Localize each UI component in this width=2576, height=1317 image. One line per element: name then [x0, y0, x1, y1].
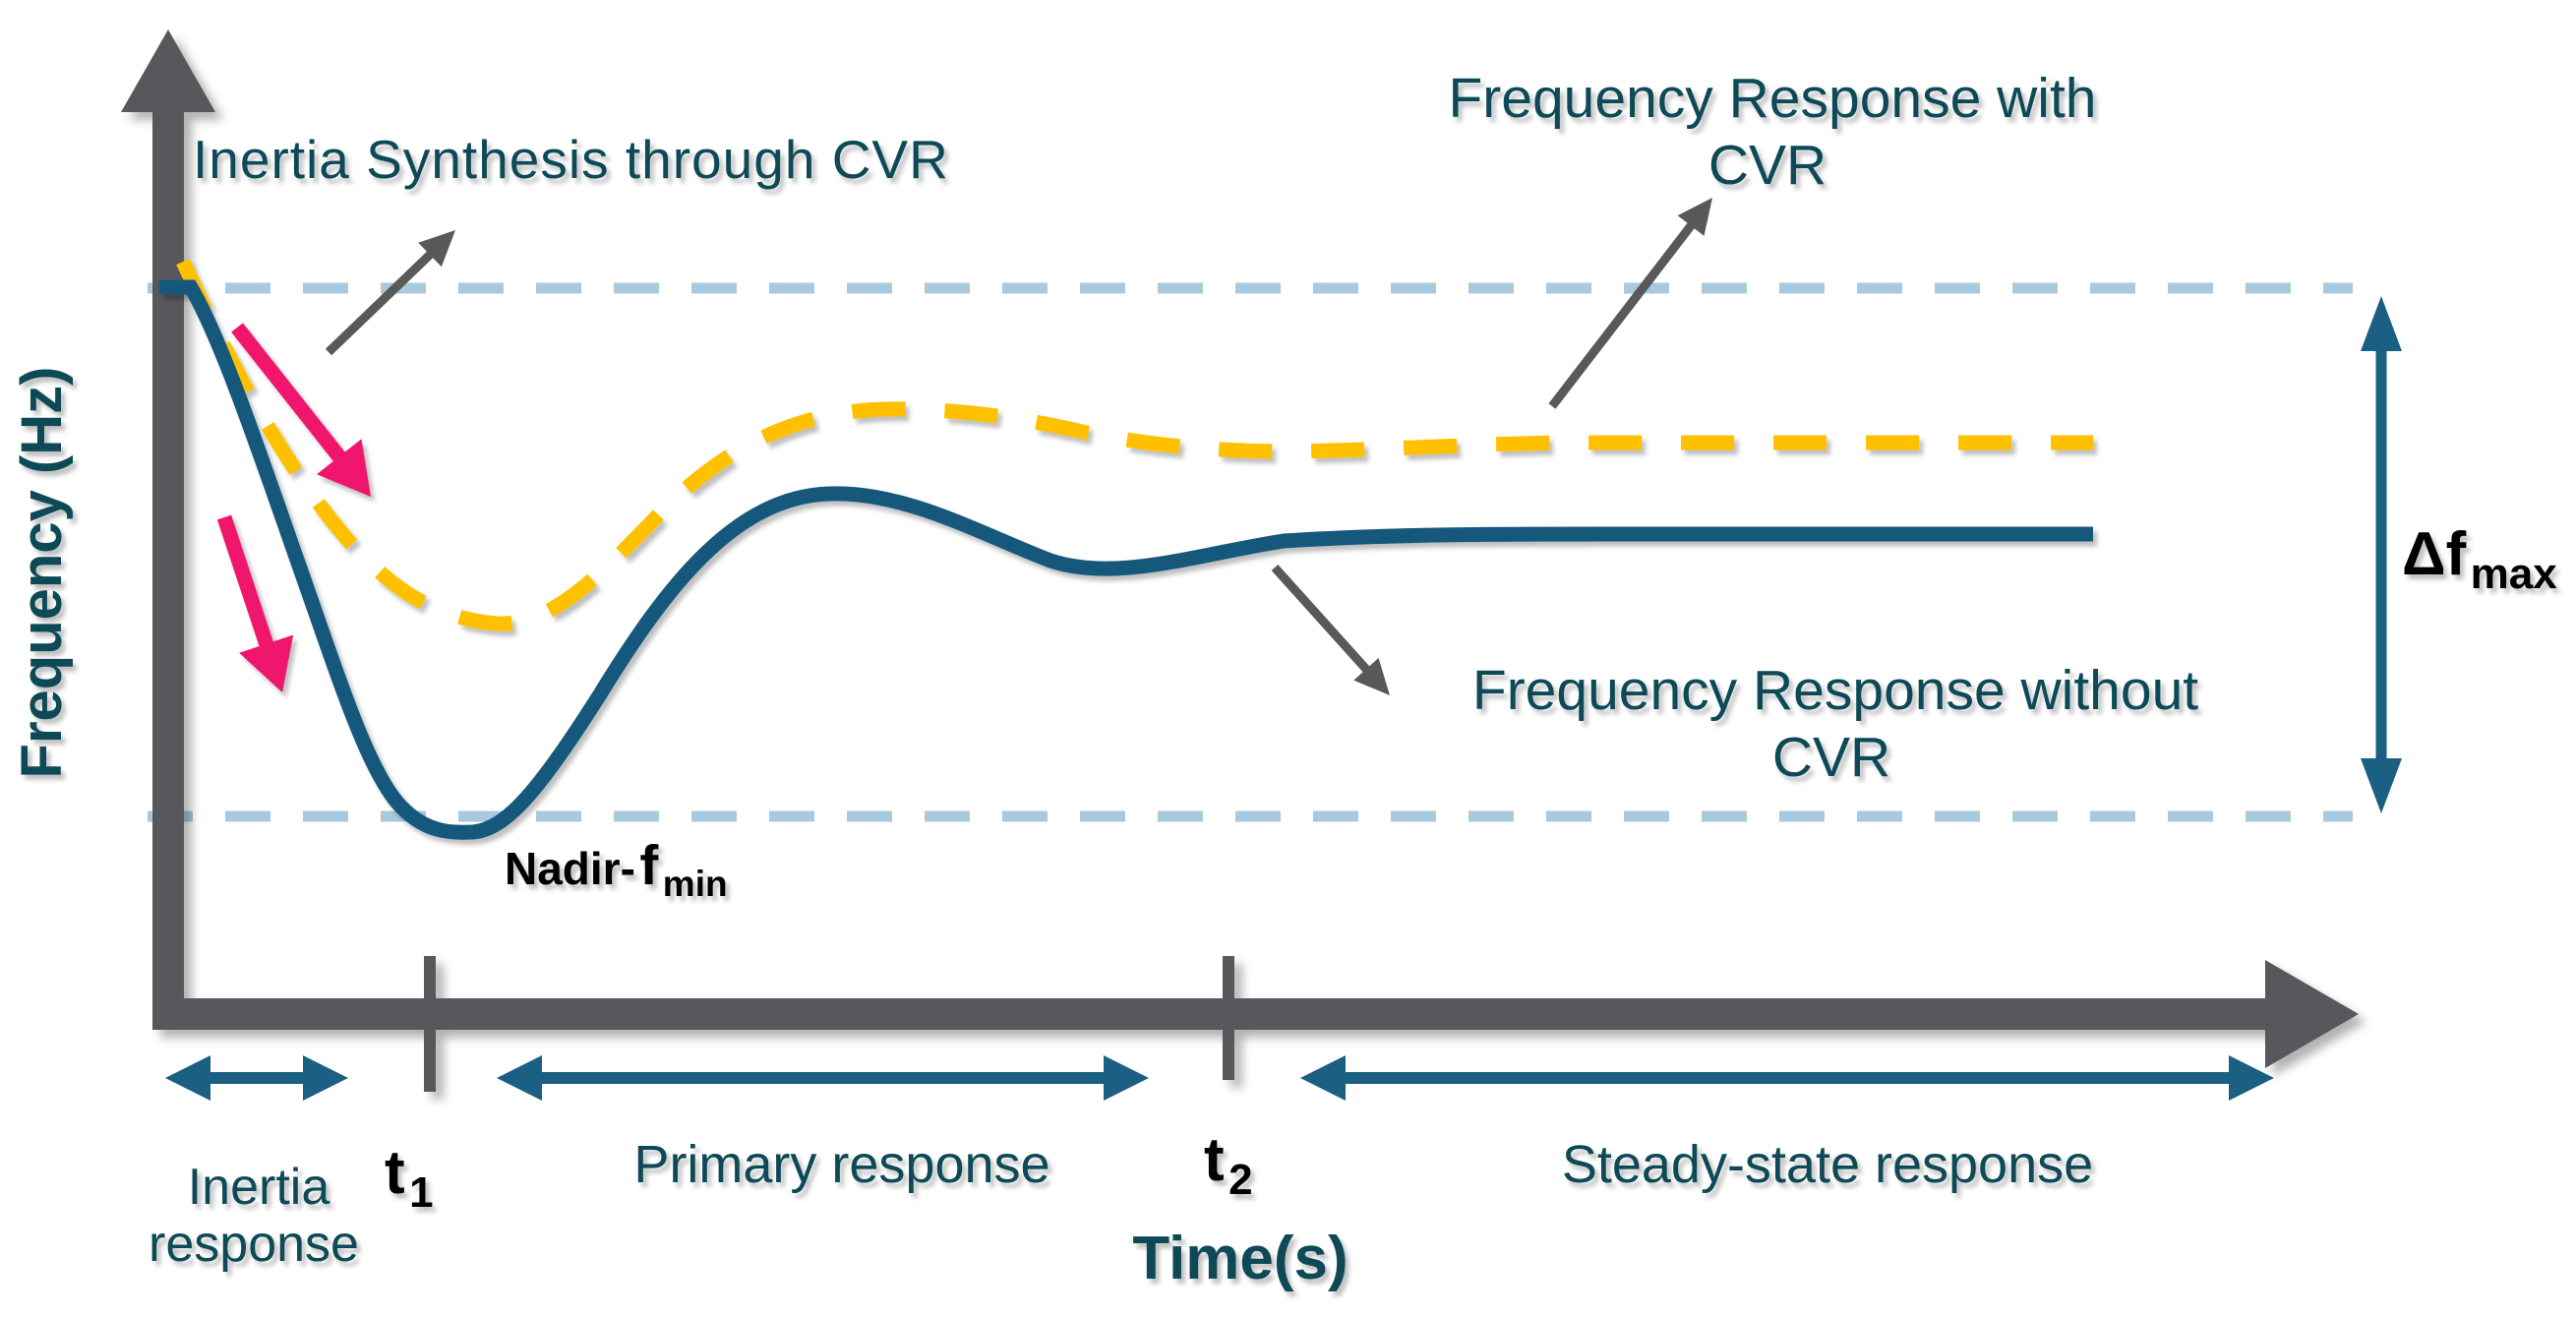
- pointer-to-freq-with-cvr-label-shaft: [1548, 218, 1698, 409]
- x-axis-label: Time(s): [1132, 1225, 1348, 1292]
- x-axis-bar: [152, 998, 2267, 1030]
- curve-with-cvr: [176, 258, 2093, 631]
- freq-without-cvr-label-line1: Frequency Response without: [1472, 659, 2198, 722]
- pink-arrows-layer: [216, 323, 371, 692]
- t2-label: t 2: [1204, 1126, 1253, 1204]
- inertia-synthesis-pink-arrow-upper-shaft: [231, 323, 350, 467]
- region-span-arrows-layer: [165, 1055, 2274, 1101]
- pointer-to-inertia-synthesis-label-shaft: [325, 247, 438, 356]
- delta-f-max-range-arrow-head-end: [2361, 758, 2402, 813]
- delta-f-range-layer: [2361, 296, 2402, 813]
- y-axis-bar: [152, 96, 184, 1030]
- t1-base: t: [385, 1139, 405, 1207]
- nadir-symbol: f: [639, 834, 659, 897]
- t1-tick-mark: [424, 956, 436, 1092]
- curve-without-cvr: [159, 279, 2093, 840]
- delta-f-max-range-arrow-head-start: [2361, 296, 2402, 351]
- curves-layer: [159, 258, 2093, 840]
- y-axis-label: Frequency (Hz): [10, 367, 74, 779]
- freq-without-cvr-label-line2: CVR: [1772, 726, 1890, 789]
- steady-state-span-arrow-head-end: [2229, 1055, 2274, 1101]
- labels-layer: Frequency (Hz) Inertia Synthesis through…: [10, 67, 2557, 1292]
- steady-state-span-arrow-head-start: [1300, 1055, 1346, 1101]
- inertia-response-span-arrow-head-start: [165, 1055, 210, 1101]
- inertia-response-label-line2: response: [149, 1216, 359, 1273]
- delta-f-subscript: max: [2471, 550, 2558, 598]
- freq-with-cvr-label-line1: Frequency Response with: [1448, 67, 2096, 130]
- steady-state-response-label: Steady-state response: [1562, 1135, 2093, 1194]
- freq-with-cvr-label-line2: CVR: [1708, 134, 1827, 197]
- inertia-response-span-arrow-head-end: [303, 1055, 348, 1101]
- x-axis-arrowhead: [2265, 960, 2359, 1068]
- pointer-to-freq-without-cvr-label-shaft: [1271, 564, 1373, 677]
- t1-subscript: 1: [409, 1168, 433, 1217]
- t2-tick-mark: [1223, 956, 1234, 1080]
- pointer-to-freq-with-cvr-label-head-end: [1677, 198, 1712, 236]
- primary-response-span-arrow-head-end: [1104, 1055, 1149, 1101]
- inertia-response-label-line1: Inertia: [188, 1159, 330, 1216]
- primary-response-span-arrow-head-start: [497, 1055, 542, 1101]
- inertia-synthesis-pink-arrow-lower-shaft: [216, 514, 276, 654]
- pointer-to-inertia-synthesis-label-head-end: [418, 230, 455, 268]
- nadir-prefix: Nadir-: [505, 843, 635, 894]
- nadir-subscript: min: [663, 864, 728, 904]
- gray-pointer-arrows-layer: [325, 198, 1712, 695]
- inertia-synthesis-pink-arrow-upper-head-end: [316, 439, 371, 497]
- inertia-synthesis-pink-arrow-lower-head-end: [239, 634, 294, 692]
- t2-subscript: 2: [1228, 1156, 1252, 1204]
- delta-f-max-label: Δf max: [2402, 520, 2557, 598]
- primary-response-label: Primary response: [633, 1135, 1049, 1194]
- guide-lines-layer: [148, 282, 2353, 822]
- pointer-to-freq-without-cvr-label-head-end: [1353, 657, 1390, 695]
- inertia-synthesis-label: Inertia Synthesis through CVR: [193, 129, 949, 190]
- t1-label: t 1: [385, 1139, 434, 1217]
- y-axis-arrowhead: [121, 30, 215, 112]
- nadir-fmin-label: Nadir- f min: [505, 834, 728, 904]
- t2-base: t: [1204, 1126, 1225, 1194]
- axes-layer: [121, 30, 2359, 1092]
- delta-f-base: Δf: [2402, 520, 2467, 588]
